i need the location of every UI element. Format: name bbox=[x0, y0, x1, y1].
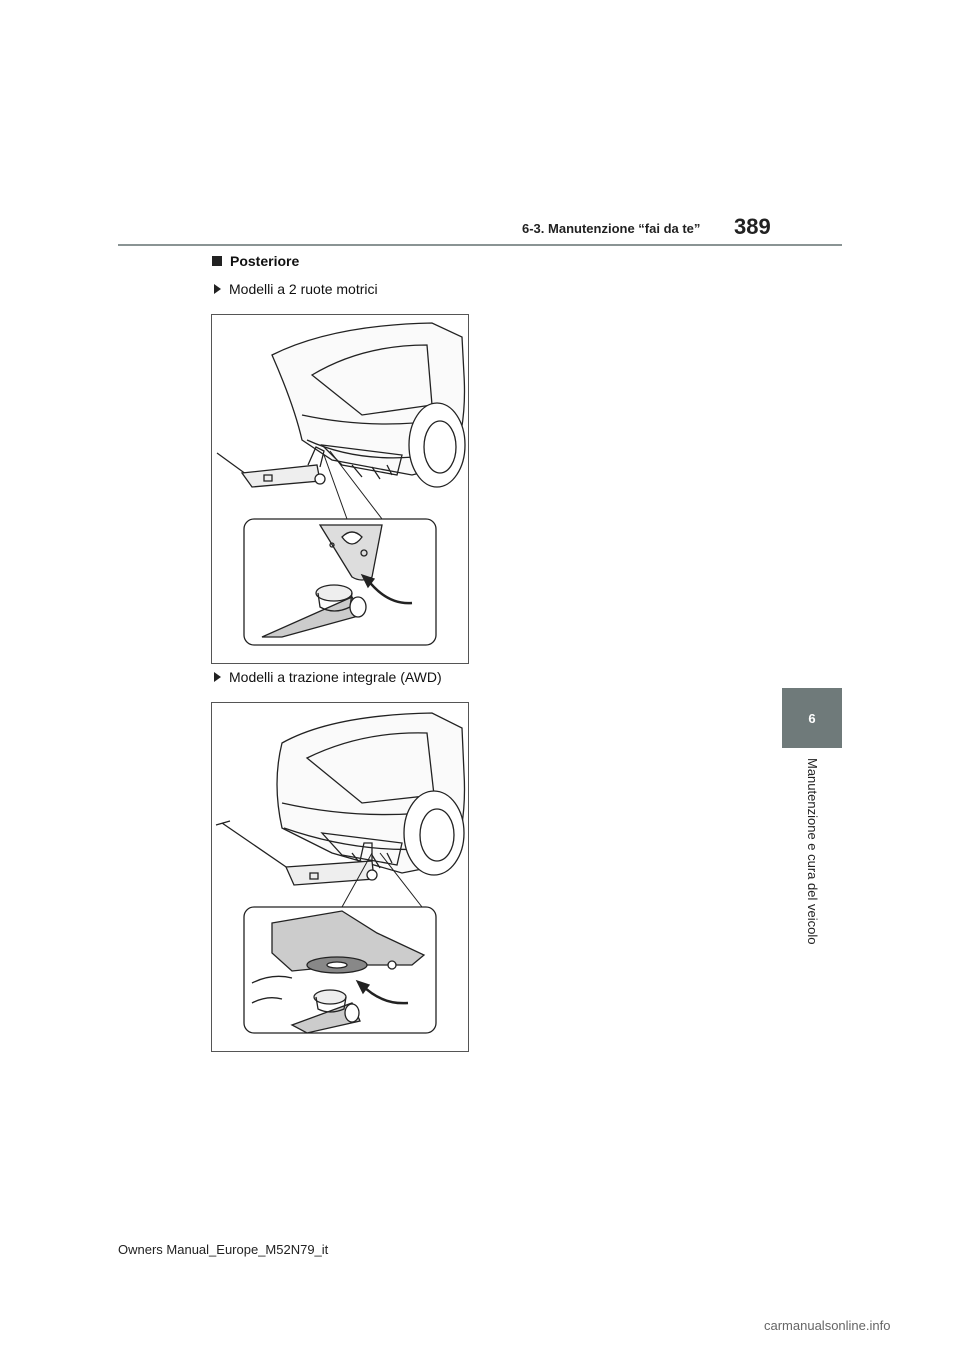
list-item-awd: Modelli a trazione integrale (AWD) bbox=[214, 669, 442, 685]
illustration-2wd bbox=[216, 322, 466, 646]
triangle-bullet-icon bbox=[214, 672, 221, 682]
header-divider bbox=[118, 244, 842, 246]
figure-2wd-jack-point bbox=[211, 314, 469, 664]
square-bullet-icon bbox=[212, 256, 222, 266]
subsection-heading: Posteriore bbox=[212, 253, 299, 269]
list-item-awd-label: Modelli a trazione integrale (AWD) bbox=[229, 669, 442, 685]
list-item-2wd-label: Modelli a 2 ruote motrici bbox=[229, 281, 378, 297]
triangle-bullet-icon bbox=[214, 284, 221, 294]
section-title: 6-3. Manutenzione “fai da te” bbox=[522, 221, 701, 236]
list-item-2wd: Modelli a 2 ruote motrici bbox=[214, 281, 378, 297]
subsection-heading-text: Posteriore bbox=[230, 253, 300, 269]
chapter-tab: 6 bbox=[782, 688, 842, 748]
figure-awd-jack-point bbox=[211, 702, 469, 1052]
chapter-title: Manutenzione e cura del veicolo bbox=[805, 758, 820, 945]
watermark-text: carmanualsonline.info bbox=[764, 1318, 891, 1333]
footer-text: Owners Manual_Europe_M52N79_it bbox=[118, 1242, 329, 1257]
illustration-awd bbox=[215, 712, 466, 1034]
page-number: 389 bbox=[734, 214, 771, 239]
